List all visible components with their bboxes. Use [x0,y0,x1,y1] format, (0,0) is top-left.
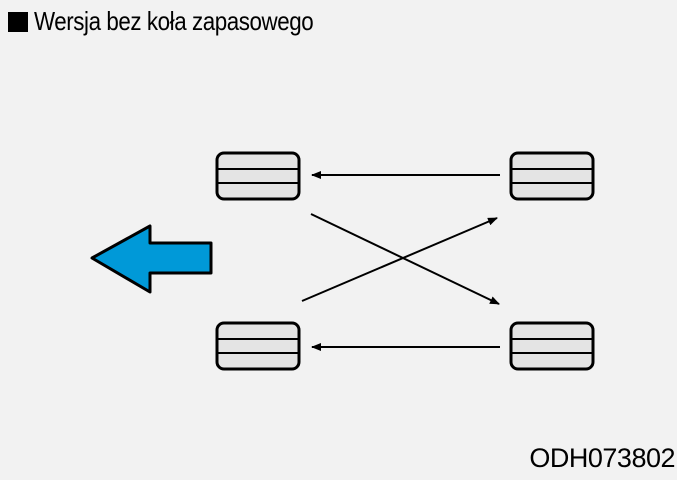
tire-front-right-icon [509,151,595,201]
page-title: Wersja bez koła zapasowego [34,6,314,36]
square-bullet-icon [8,11,28,32]
figure-code: ODH073802 [529,443,675,473]
tire-front-left-icon [215,151,301,201]
arrow-front-left-to-rear-right [310,213,500,305]
arrow-rear-left-to-front-right [301,217,498,302]
forward-direction-arrow-icon [90,224,213,294]
tire-rear-left-icon [215,321,301,371]
tire-rear-right-icon [509,321,595,371]
header: Wersja bez koła zapasowego [8,6,359,37]
